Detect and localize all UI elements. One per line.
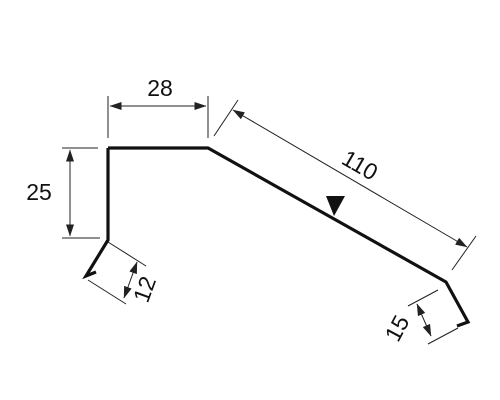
extension-line-left-hem-top [107, 241, 147, 267]
dimension-line-right-hem [416, 303, 432, 337]
dimension-line-slope [232, 109, 468, 248]
direction-marker-triangle [326, 196, 345, 216]
dimension-label-top-width: 28 [147, 75, 173, 101]
extension-line-left-hem-bottom [87, 279, 127, 305]
dimension-line-left-hem [123, 261, 138, 299]
dimension-label-left-height: 25 [26, 179, 52, 205]
profile-outline [82, 146, 471, 328]
dimension-label-left-hem: 12 [128, 273, 161, 306]
extension-line-slope-top [213, 99, 239, 137]
dimension-label-slope-length: 110 [338, 145, 383, 186]
dimension-label-right-hem: 15 [379, 311, 414, 346]
extension-line-slope-bottom [451, 235, 477, 271]
extension-line-right-hem-top [407, 289, 439, 307]
extension-line-right-hem-bottom [427, 327, 459, 345]
